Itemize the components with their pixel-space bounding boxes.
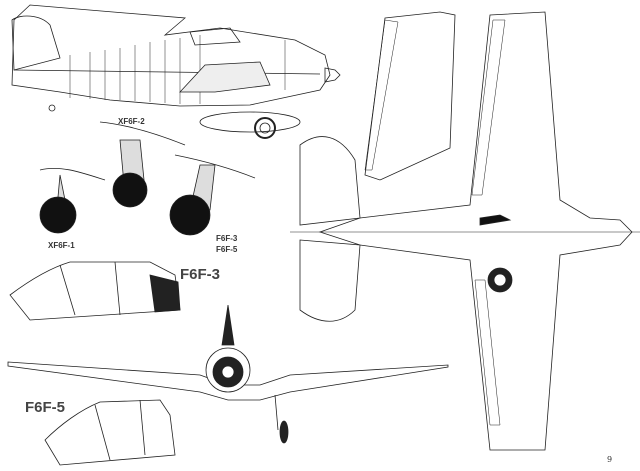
canopy-f6f3 [9,261,181,321]
folded-wing-top-view [364,11,456,181]
canopy-f6f5 [44,399,176,466]
plan-view-aircraft [290,11,640,451]
label-canopy-f6f-5: F6F-5 [25,399,66,416]
front-view-aircraft [7,304,449,444]
landing-gear-details [39,121,256,236]
page-number: 9 [607,455,613,464]
label-gear-f6f-3: F6F-3 [216,234,238,243]
side-view-aircraft [11,4,341,139]
label-xf6f-1: XF6F-1 [48,241,75,250]
label-xf6f-2: XF6F-2 [118,117,145,126]
label-canopy-f6f-3: F6F-3 [180,266,221,283]
label-gear-f6f-5: F6F-5 [216,245,238,254]
